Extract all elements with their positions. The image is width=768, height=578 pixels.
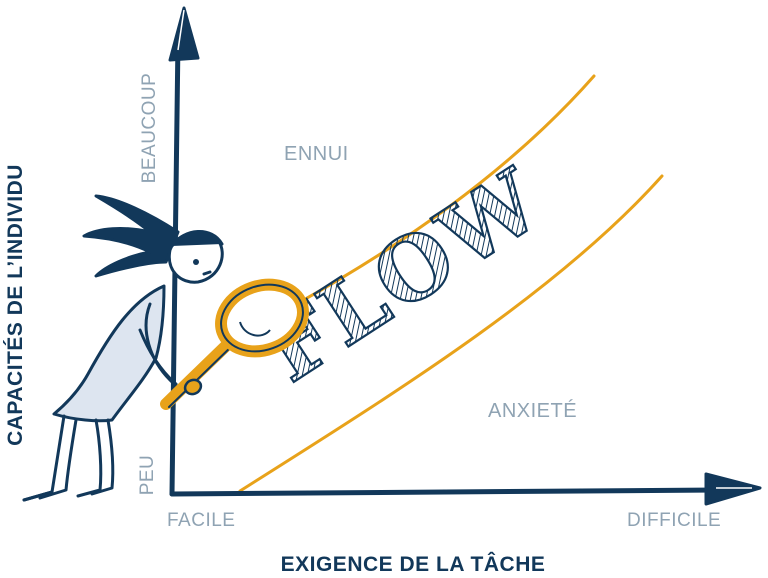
magnifying-glass-icon [160,278,309,410]
y-axis-arrowhead-stroke [177,9,185,51]
y-axis-arrowhead [168,6,200,62]
leg-left [22,414,66,502]
svg-text:FLOW: FLOW [247,149,561,402]
y-axis-low-label: PEU [137,454,158,496]
flow-channel-lower-boundary [238,174,664,493]
flow-label: FLOW [246,148,562,403]
x-axis-line [169,487,721,497]
x-axis-high-label: DIFFICILE [627,510,722,531]
hair [82,194,180,278]
y-axis-title: CAPACITÉS DE L’INDIVIDU [4,164,27,446]
person-figure [22,194,224,502]
y-axis-high-label: BEAUCOUP [139,72,160,184]
x-axis-title: EXIGENCE DE LA TÂCHE [280,553,546,576]
leg-right [76,418,103,498]
zone-label-anxiete: ANXIETÉ [488,400,578,422]
zone-label-ennui: ENNUI [284,143,349,165]
flow-channel-upper-boundary [298,74,596,304]
eye [193,259,199,265]
body [52,284,166,423]
x-axis-arrowhead [704,472,762,506]
x-axis-low-label: FACILE [167,510,236,531]
